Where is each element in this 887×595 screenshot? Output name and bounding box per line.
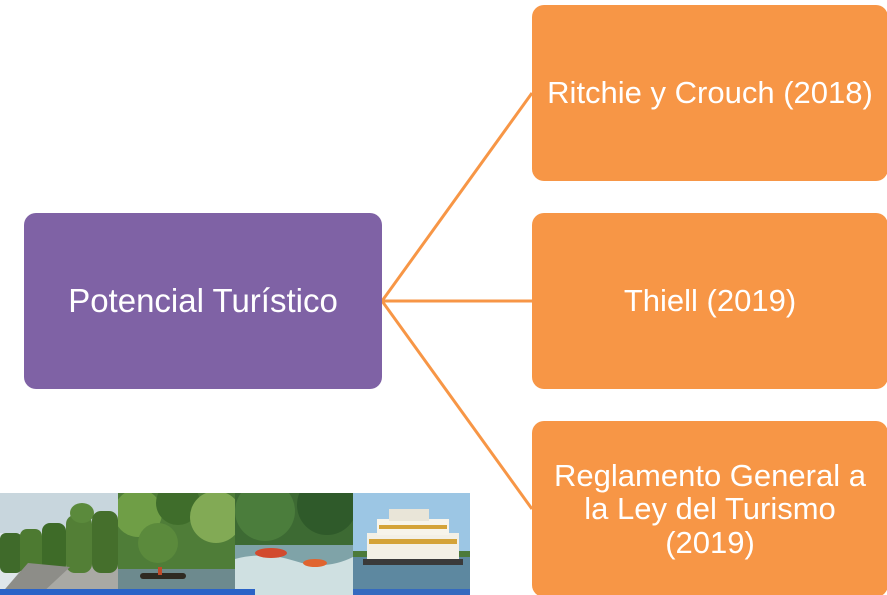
child-node-2: Reglamento General a la Ley del Turismo … xyxy=(532,421,887,595)
root-node-label: Potencial Turístico xyxy=(68,282,338,320)
jungle-river-photo xyxy=(117,493,235,595)
accent-strip xyxy=(0,589,255,595)
river-cruise-boat-photo xyxy=(352,493,470,595)
topiary-garden-photo xyxy=(0,493,118,595)
child-node-1: Thiell (2019) xyxy=(532,213,887,389)
tourism-photo-strip xyxy=(0,493,470,595)
child-node-label: Thiell (2019) xyxy=(623,283,797,319)
connector-line-2 xyxy=(380,300,534,510)
child-node-label: Reglamento General a la Ley del Turismo … xyxy=(554,457,866,560)
connector-line-0 xyxy=(380,92,534,302)
child-node-0: Ritchie y Crouch (2018) xyxy=(532,5,887,181)
child-node-label: Ritchie y Crouch (2018) xyxy=(547,75,873,111)
root-node: Potencial Turístico xyxy=(24,213,382,389)
river-rafting-photo xyxy=(235,493,353,595)
